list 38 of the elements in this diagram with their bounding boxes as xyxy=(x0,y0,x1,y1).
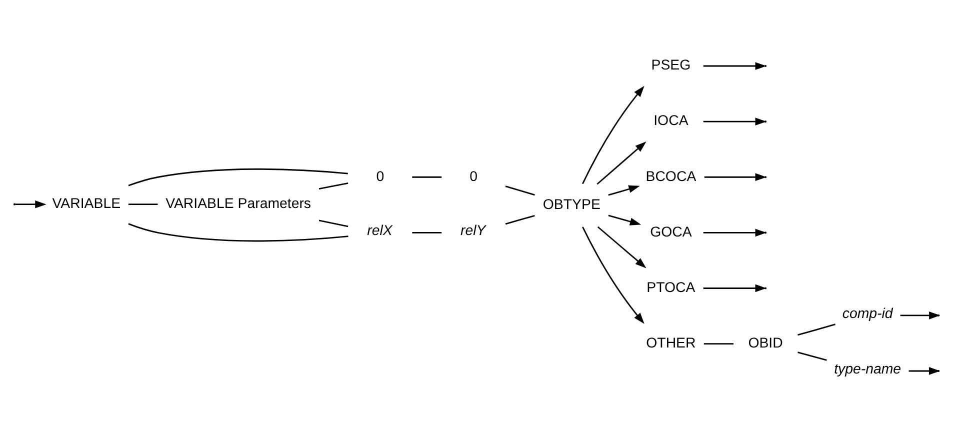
node-text: PSEG xyxy=(651,58,691,74)
node-text: VARIABLE xyxy=(52,196,121,212)
node-text: relX xyxy=(367,223,392,240)
arrow xyxy=(582,226,644,324)
arrow xyxy=(608,185,640,196)
node-text: GOCA xyxy=(650,224,692,240)
connector xyxy=(412,176,442,178)
node-text: IOCA xyxy=(654,113,688,130)
connector xyxy=(704,343,734,345)
connector xyxy=(318,220,348,228)
arrow xyxy=(15,200,46,208)
node-text: 0 xyxy=(470,168,478,185)
arrow xyxy=(703,62,766,70)
connector xyxy=(505,186,535,196)
node-text: relY xyxy=(460,223,486,240)
arrow xyxy=(596,142,646,185)
arrow xyxy=(704,173,766,182)
connector xyxy=(505,214,535,225)
node-text: VARIABLE Parameters xyxy=(166,196,312,212)
node-text: 0 xyxy=(376,168,384,185)
connector xyxy=(798,324,836,336)
node-text: type-name xyxy=(834,361,902,378)
arrow xyxy=(703,118,766,126)
connector xyxy=(128,204,158,206)
node-text: OTHER xyxy=(646,335,696,352)
node-text: BCOCA xyxy=(646,168,696,185)
connector xyxy=(798,352,827,361)
node-text: OBTYPE xyxy=(542,197,600,214)
connector xyxy=(128,168,348,186)
connector xyxy=(412,232,442,234)
arrow xyxy=(608,214,642,226)
node-text: OBID xyxy=(748,335,783,352)
connector xyxy=(128,223,348,242)
connector xyxy=(318,182,348,190)
node-text: comp-id xyxy=(842,306,893,322)
arrow xyxy=(597,226,646,268)
node-text: PTOCA xyxy=(646,280,696,296)
arrow xyxy=(582,86,644,184)
